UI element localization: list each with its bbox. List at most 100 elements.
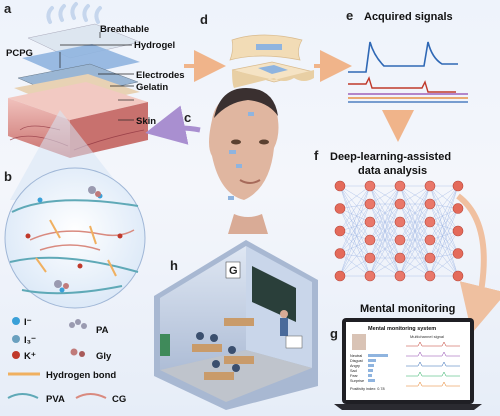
network-node bbox=[424, 270, 436, 282]
wall-sign bbox=[225, 261, 241, 279]
network-node bbox=[364, 198, 376, 210]
skin-top bbox=[8, 82, 148, 120]
panel-d: d bbox=[184, 12, 352, 88]
panel-d-label: d bbox=[200, 12, 208, 27]
network-node bbox=[424, 180, 436, 192]
legend-swatch-gly bbox=[70, 348, 85, 357]
face-illustration bbox=[209, 88, 279, 234]
screen-avatar bbox=[352, 334, 366, 350]
wall-sign-letter: G bbox=[229, 265, 238, 277]
panel-e-label: e bbox=[346, 8, 353, 23]
network-node bbox=[394, 216, 406, 228]
legend-swatch-i bbox=[12, 317, 20, 325]
panel-g-label: g bbox=[330, 326, 338, 341]
network-node bbox=[364, 216, 376, 228]
network-node bbox=[424, 216, 436, 228]
hydrogen-bonds bbox=[35, 219, 117, 277]
network-node bbox=[394, 180, 406, 192]
legend-i3-minus: I₃⁻ bbox=[24, 335, 36, 346]
gel-sheet-edge bbox=[232, 70, 314, 88]
label-hydrogel: Hydrogel bbox=[134, 40, 175, 51]
cg-chains bbox=[29, 229, 135, 251]
pcpg-label: PCPG bbox=[6, 48, 33, 59]
mental-monitoring-title: Mental monitoring bbox=[360, 303, 455, 315]
row-fear: Fear bbox=[350, 374, 359, 378]
signal-trace-blue bbox=[348, 41, 458, 73]
panel-a-label: a bbox=[4, 1, 12, 16]
network-node bbox=[364, 252, 376, 264]
room-floor bbox=[160, 350, 312, 402]
screen-multichannel bbox=[406, 341, 460, 387]
breathable-wisps bbox=[46, 2, 102, 24]
panel-c: c bbox=[145, 88, 279, 234]
network-node bbox=[424, 198, 436, 210]
room-left-wall bbox=[160, 246, 246, 370]
network-node bbox=[394, 270, 406, 282]
network-node bbox=[452, 270, 464, 282]
ion-dots bbox=[25, 186, 123, 293]
panel-b: b I⁻ I₃⁻ K⁺ PA bbox=[4, 167, 146, 405]
network-node bbox=[394, 198, 406, 210]
easel bbox=[285, 335, 303, 349]
legend-swatch-i3 bbox=[12, 335, 20, 343]
plant bbox=[160, 334, 170, 356]
panel-b-label: b bbox=[4, 169, 12, 184]
legend-swatch-pa bbox=[69, 319, 87, 329]
network-node bbox=[334, 180, 346, 192]
network-node bbox=[424, 234, 436, 246]
panel-h: h G bbox=[154, 240, 318, 410]
network-node bbox=[394, 252, 406, 264]
row-neutral: Neutral bbox=[350, 354, 362, 358]
hydrogel-layer bbox=[22, 44, 140, 78]
network-node bbox=[364, 180, 376, 192]
row-angry: Angry bbox=[350, 364, 360, 368]
network-node bbox=[364, 234, 376, 246]
arrow-f-to-g bbox=[456, 193, 500, 334]
label-electrodes: Electrodes bbox=[136, 70, 185, 81]
dl-title-line1: Deep-learning-assisted bbox=[330, 151, 451, 163]
screen-title: Mental monitoring system bbox=[368, 326, 436, 332]
arrow-c-to-a bbox=[145, 105, 201, 145]
network-node bbox=[452, 248, 464, 259]
network-node bbox=[364, 270, 376, 282]
acquired-signals-title: Acquired signals bbox=[364, 11, 453, 23]
row-surprise: Surprise bbox=[350, 379, 364, 383]
network-nodes bbox=[334, 180, 464, 282]
network-node bbox=[334, 270, 346, 282]
label-breathable: Breathable bbox=[100, 24, 149, 35]
gel-sheet-electrode bbox=[258, 65, 288, 74]
laptop-screen bbox=[346, 322, 470, 400]
network-node bbox=[334, 203, 346, 214]
legend-k-plus: K⁺ bbox=[24, 351, 36, 362]
teacher bbox=[280, 310, 288, 336]
molecule-sphere bbox=[4, 167, 146, 309]
legend-pva: PVA bbox=[46, 394, 65, 405]
legend-gly: Gly bbox=[96, 351, 112, 362]
panel-f: f Deep-learning-assisted data analysis bbox=[314, 148, 500, 334]
legend-cg: CG bbox=[112, 394, 126, 405]
screen-bars bbox=[368, 354, 388, 382]
panel-f-label: f bbox=[314, 148, 319, 163]
blackboard bbox=[252, 266, 296, 322]
panel-g: Mental monitoring g Mental monitoring sy… bbox=[330, 303, 482, 410]
legend-swatch-pva bbox=[7, 393, 39, 399]
network-node bbox=[334, 225, 346, 237]
legend: I⁻ I₃⁻ K⁺ PA Gly Hydrogen bond PVA CG bbox=[7, 317, 126, 405]
row-sad: Sad bbox=[350, 369, 357, 373]
positivity-index: Positivity index: 0.78 bbox=[350, 387, 385, 391]
network-node bbox=[452, 203, 464, 214]
dl-title-line2: data analysis bbox=[358, 165, 427, 177]
panel-a: a PCPG Breathable Hydrogel El bbox=[4, 1, 185, 200]
panel-c-label: c bbox=[184, 110, 191, 125]
panel-e: e Acquired signals bbox=[346, 8, 468, 142]
network-node bbox=[334, 248, 346, 259]
legend-swatch-k bbox=[12, 351, 20, 359]
legend-i-minus: I⁻ bbox=[24, 317, 32, 328]
desks bbox=[192, 318, 254, 380]
laptop-base bbox=[334, 404, 482, 410]
network-node bbox=[452, 180, 464, 192]
legend-swatch-cg bbox=[75, 393, 107, 399]
network-node bbox=[452, 225, 464, 237]
